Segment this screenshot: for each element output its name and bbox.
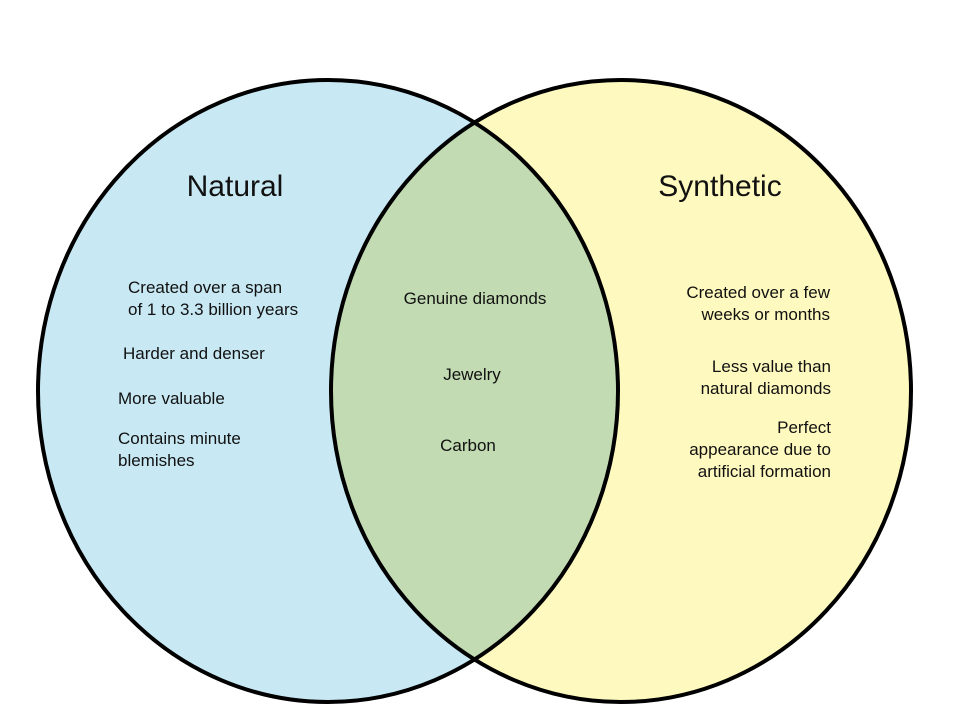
synthetic-item: Created over a few weeks or months — [686, 283, 830, 324]
overlap-region — [331, 80, 618, 702]
synthetic-item: Less value than natural diamonds — [700, 357, 831, 398]
natural-set-outline — [36, 78, 620, 704]
synthetic-title: Synthetic — [658, 170, 782, 203]
natural-title: Natural — [186, 170, 284, 203]
synthetic-item: Perfect appearance due to artificial for… — [689, 418, 831, 481]
natural-item: Harder and denser — [123, 344, 265, 363]
natural-item: Contains minute blemishes — [118, 429, 241, 470]
common-item: Jewelry — [443, 365, 501, 384]
natural-item: Created over a span of 1 to 3.3 billion … — [128, 278, 299, 319]
common-item: Genuine diamonds — [403, 289, 547, 308]
synthetic-set-outline — [329, 78, 913, 704]
common-item: Carbon — [440, 436, 496, 455]
natural-item: More valuable — [118, 389, 225, 408]
